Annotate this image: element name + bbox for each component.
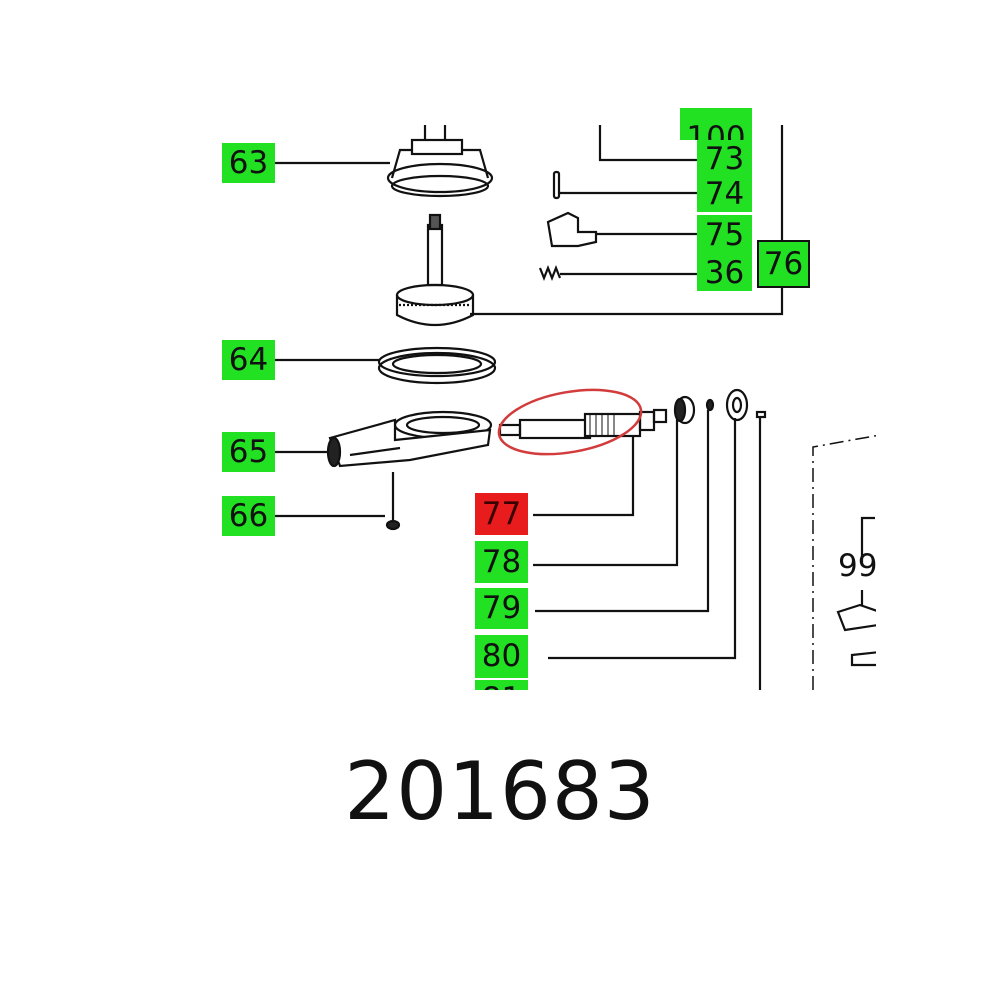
part-64-ring [377, 346, 497, 385]
label-100[interactable]: 100 [680, 108, 752, 140]
part-76-drawing [395, 213, 475, 327]
label-78[interactable]: 78 [475, 541, 528, 583]
part-number: 201683 [344, 745, 656, 838]
label-75[interactable]: 75 [697, 215, 752, 255]
label-81-text: 81 [482, 684, 521, 691]
part-65-housing [326, 410, 493, 468]
leader-lines [275, 125, 876, 690]
label-66[interactable]: 66 [222, 496, 275, 536]
label-81[interactable]: 81 [475, 680, 528, 690]
label-74[interactable]: 74 [697, 176, 752, 212]
part-99-clip [850, 651, 876, 667]
label-63[interactable]: 63 [222, 143, 275, 183]
label-99[interactable]: 99 [838, 546, 876, 586]
label-64[interactable]: 64 [222, 340, 275, 380]
label-77-selected[interactable]: 77 [475, 493, 528, 535]
part-79-ring [705, 398, 715, 412]
selection-ring [497, 388, 643, 456]
label-100-text: 100 [686, 120, 746, 141]
label-73[interactable]: 73 [697, 140, 752, 178]
part-36-spring [538, 265, 562, 281]
part-99-drawing [836, 603, 876, 632]
label-36[interactable]: 36 [697, 255, 752, 291]
label-99-text: 99 [838, 547, 876, 584]
part-63-drawing [386, 125, 494, 198]
part-78-bearing [673, 395, 696, 425]
label-76[interactable]: 76 [757, 240, 810, 288]
label-65[interactable]: 65 [222, 432, 275, 472]
label-80[interactable]: 80 [475, 635, 528, 678]
part-77-shaft [498, 408, 668, 440]
part-81-pin [755, 410, 767, 419]
label-79[interactable]: 79 [475, 588, 528, 629]
part-75-drawing [546, 211, 598, 248]
part-66-screw [385, 472, 401, 531]
part-74-pin [552, 170, 561, 200]
part-80-washer [725, 388, 749, 422]
